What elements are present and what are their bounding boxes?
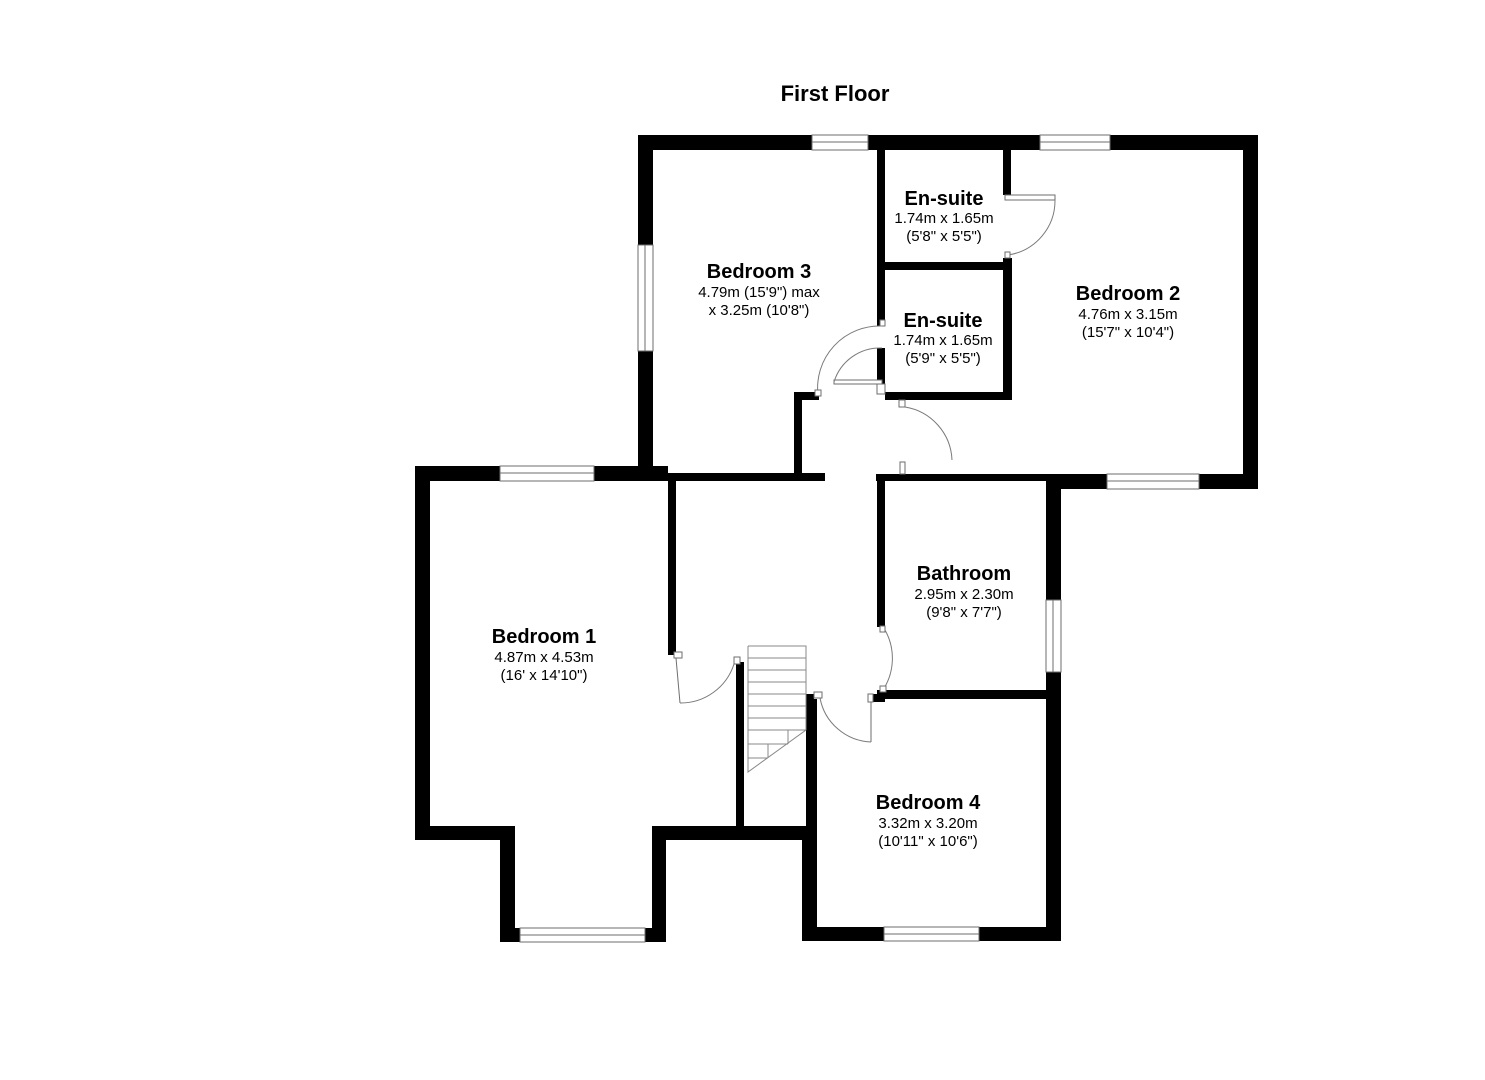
wall-bedroom1-left	[415, 466, 430, 840]
room-name: En-suite	[904, 310, 983, 332]
room-label-bathroom: Bathroom 2.95m x 2.30m (9'8" x 7'7")	[914, 563, 1013, 621]
door-bedroom3	[814, 319, 886, 397]
room-dim-metric: 4.79m (15'9") max	[698, 284, 820, 301]
wall-bedroom4-door-stub	[870, 694, 885, 702]
room-dim-imperial: (10'11" x 10'6")	[878, 833, 978, 850]
room-name: Bathroom	[917, 563, 1011, 585]
door-bathroom	[879, 625, 893, 693]
window-bedroom3-left	[637, 244, 654, 352]
wall-ensuite-mid-right	[1003, 258, 1012, 400]
wall-bathroom-bottom	[885, 690, 1053, 699]
wall-hall-stub	[794, 392, 819, 400]
wall-bathroom-right	[1046, 481, 1061, 941]
room-label-ensuite-top: En-suite 1.74m x 1.65m (5'8" x 5'5")	[894, 188, 993, 245]
room-dim-imperial: x 3.25m (10'8")	[709, 302, 810, 319]
wall-bedroom3-bottom	[638, 473, 825, 481]
room-dim-metric: 1.74m x 1.65m	[894, 210, 993, 227]
floor-title: First Floor	[781, 81, 890, 106]
wall-bedroom1-bottom-right	[652, 826, 810, 840]
room-dim-imperial: (9'8" x 7'7")	[926, 604, 1002, 621]
wall-bedroom4-left-upper	[810, 699, 817, 839]
door-ensuite-mid	[833, 347, 886, 395]
wall-bathroom-left	[877, 481, 885, 627]
window-bedroom4-bottom	[883, 926, 980, 942]
room-name: Bedroom 4	[876, 792, 981, 814]
door-bedroom4	[813, 691, 874, 743]
door-bedroom2	[898, 399, 953, 475]
room-label-bedroom2: Bedroom 2 4.76m x 3.15m (15'7" x 10'4")	[1076, 283, 1180, 341]
wall-stair-left	[736, 662, 744, 826]
door-bedroom1	[673, 651, 741, 704]
wall-ensuite-top-right	[1003, 150, 1011, 195]
room-name: En-suite	[905, 188, 984, 210]
wall-ensuite-left-lower	[877, 348, 885, 384]
wall-bedroom4-left	[802, 838, 817, 941]
window-bedroom1-top	[499, 465, 595, 482]
wall-bedroom1-hall	[668, 481, 676, 655]
wall-bedroom2-bottom-inner	[876, 474, 1051, 481]
walls	[415, 135, 1258, 942]
room-label-bedroom4: Bedroom 4 3.32m x 3.20m (10'11" x 10'6")	[876, 792, 981, 850]
window-bedroom2-bottom	[1106, 473, 1200, 490]
window-bathroom-right	[1045, 599, 1062, 673]
room-name: Bedroom 1	[492, 626, 596, 648]
window-bedroom1-bay	[519, 927, 646, 943]
wall-top	[638, 135, 1258, 150]
room-dim-imperial: (5'9" x 5'5")	[905, 350, 981, 367]
room-label-bedroom3: Bedroom 3 4.79m (15'9") max x 3.25m (10'…	[698, 261, 820, 319]
wall-ensuite-divider	[877, 262, 1011, 270]
room-dim-metric: 4.87m x 4.53m	[494, 649, 593, 666]
wall-bay-left	[500, 826, 515, 942]
wall-hall-stub-vertical	[794, 392, 802, 480]
room-dim-imperial: (5'8" x 5'5")	[906, 228, 982, 245]
staircase	[747, 645, 807, 773]
room-dim-metric: 1.74m x 1.65m	[893, 332, 992, 349]
room-name: Bedroom 3	[707, 261, 811, 283]
room-name: Bedroom 2	[1076, 283, 1180, 305]
room-dim-metric: 4.76m x 3.15m	[1078, 306, 1177, 323]
wall-bedroom1-bottom-left	[415, 826, 515, 840]
windows	[499, 134, 1200, 943]
room-label-bedroom1: Bedroom 1 4.87m x 4.53m (16' x 14'10")	[492, 626, 596, 684]
wall-bay-right	[652, 826, 666, 942]
room-dim-metric: 2.95m x 2.30m	[914, 586, 1013, 603]
room-dim-metric: 3.32m x 3.20m	[878, 815, 977, 832]
window-bedroom3-top	[811, 134, 869, 151]
window-bedroom2-top	[1039, 134, 1111, 151]
doors	[673, 194, 1056, 743]
room-dim-imperial: (16' x 14'10")	[501, 667, 588, 684]
door-ensuite-top	[1004, 194, 1056, 259]
room-dim-imperial: (15'7" x 10'4")	[1082, 324, 1174, 341]
wall-ensuite-left	[877, 150, 885, 326]
room-label-ensuite-mid: En-suite 1.74m x 1.65m (5'9" x 5'5")	[893, 310, 992, 367]
wall-ensuite-bottom	[885, 392, 1012, 400]
wall-bedroom2-right	[1243, 135, 1258, 489]
